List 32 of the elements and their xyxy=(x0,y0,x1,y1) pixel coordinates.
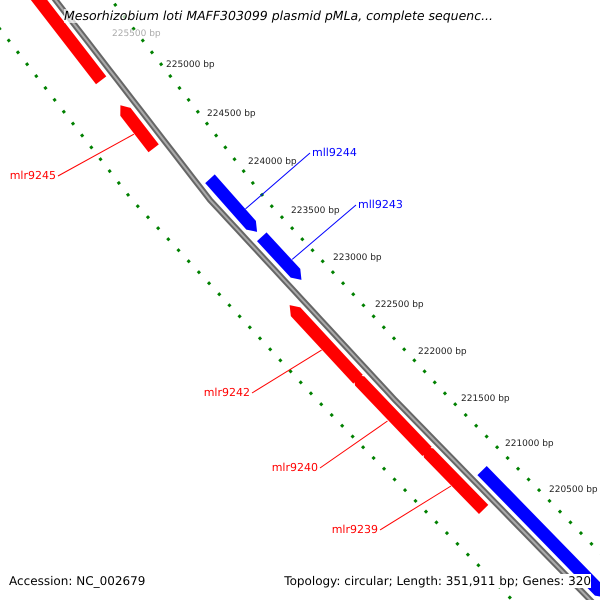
summary-text: Topology: circular; Length: 351,911 bp; Genes: 320 xyxy=(284,574,591,588)
leader-line xyxy=(252,350,322,394)
leader-line xyxy=(58,134,134,176)
leader-line xyxy=(292,204,356,260)
gene-label: mlr9242 xyxy=(204,386,250,400)
position-label: 222500 bp xyxy=(375,299,424,312)
position-label: 223500 bp xyxy=(291,205,340,218)
gene-label: mlr9239 xyxy=(332,523,378,537)
title: Mesorhizobium loti MAFF303099 plasmid pMLa, complete sequenc... xyxy=(64,9,493,23)
position-label: 223000 bp xyxy=(333,252,382,265)
gene-feature xyxy=(257,232,302,280)
position-label: 225500 bp xyxy=(112,28,161,41)
gene-feature xyxy=(354,374,432,456)
accession-text: Accession: NC_002679 xyxy=(9,574,146,588)
leader-line xyxy=(320,420,388,468)
position-label: 222000 bp xyxy=(418,346,467,359)
position-label: 224500 bp xyxy=(207,108,256,121)
position-label: 220500 bp xyxy=(549,484,598,497)
gene-feature xyxy=(422,446,488,514)
gene-feature xyxy=(290,305,363,384)
gene-label: mlr9245 xyxy=(10,169,56,183)
gene-label: mlr9240 xyxy=(272,461,318,475)
leader-line xyxy=(245,152,310,210)
gene-label: mll9244 xyxy=(312,146,357,160)
position-label: 225000 bp xyxy=(166,59,215,72)
position-label: 221000 bp xyxy=(505,438,554,451)
gene-feature xyxy=(205,174,258,232)
gene-label: mll9243 xyxy=(358,198,403,212)
leader-line xyxy=(380,486,452,530)
position-label: 221500 bp xyxy=(461,393,510,406)
gene-feature xyxy=(120,105,159,152)
position-label: 224000 bp xyxy=(248,156,297,169)
